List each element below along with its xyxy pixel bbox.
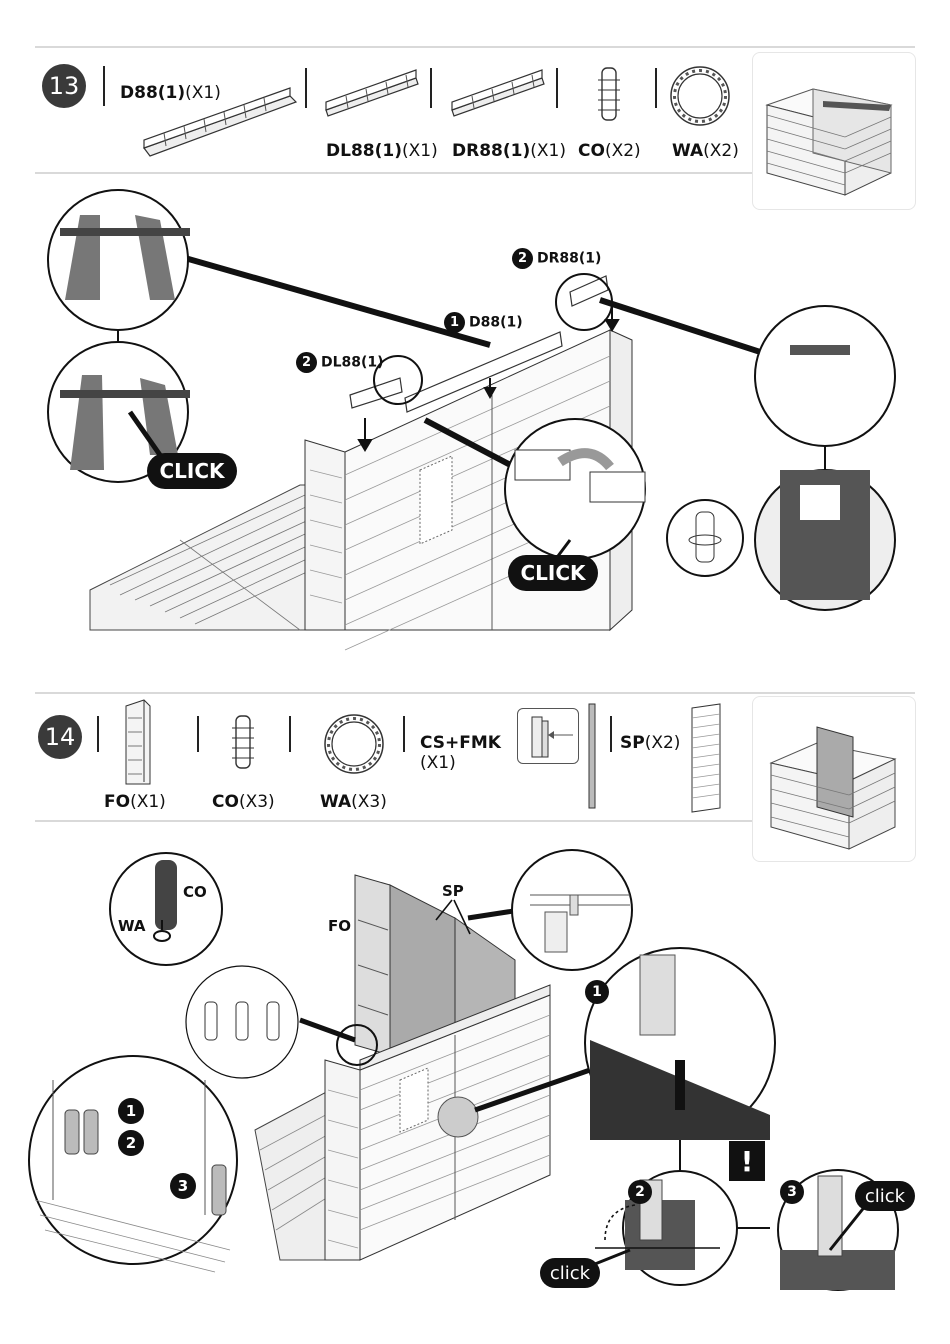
step13-top-rule <box>35 46 915 48</box>
separator <box>305 68 307 108</box>
step13-bottom-rule <box>35 172 755 174</box>
cs-fmk-part-image <box>517 708 579 764</box>
label-fo: FO <box>328 917 351 935</box>
anchor-step-2: 2 <box>118 1130 144 1156</box>
detail-number-3: 3 <box>780 1180 804 1204</box>
part-label-sp: SP(X2) <box>620 733 680 753</box>
dl88-part-image <box>322 70 422 118</box>
part-label-co: CO(X2) <box>578 141 641 161</box>
part-label-fo: FO(X1) <box>104 792 166 812</box>
detail-number-1: 1 <box>585 980 609 1004</box>
part-label-dr88: DR88(1)(X1) <box>452 141 566 161</box>
anchor-step-1: 1 <box>118 1098 144 1124</box>
separator <box>103 66 105 106</box>
separator <box>430 68 432 108</box>
step14-thumbnail <box>752 696 916 862</box>
wa-part-image <box>322 712 386 776</box>
sp-pointer-lines <box>420 898 480 938</box>
anchor-step-3: 3 <box>170 1173 196 1199</box>
wa-part-image <box>668 64 732 128</box>
part-label-co: CO(X3) <box>212 792 275 812</box>
part-label-cs-fmk: CS+FMK(X1) <box>420 733 501 773</box>
label-wa: WA <box>118 917 145 935</box>
dr88-part-image <box>448 70 548 118</box>
sp-part-image <box>688 702 724 812</box>
step14-top-rule <box>35 692 915 694</box>
separator <box>556 68 558 108</box>
separator <box>97 716 99 752</box>
part-label-dl88: DL88(1)(X1) <box>326 141 438 161</box>
detail-number-2: 2 <box>628 1180 652 1204</box>
click-badge: CLICK <box>147 453 237 489</box>
warning-icon: ! <box>729 1141 765 1181</box>
click-badge: click <box>855 1181 915 1211</box>
step14-bottom-rule <box>35 820 755 822</box>
d88-part-image <box>140 86 300 162</box>
separator <box>610 716 612 752</box>
separator <box>655 68 657 108</box>
label-co: CO <box>183 883 207 901</box>
separator <box>289 716 291 752</box>
click-badge: CLICK <box>508 555 598 591</box>
separator <box>197 716 199 752</box>
separator <box>403 716 405 752</box>
step14-number: 14 <box>38 715 82 759</box>
click-badge: click <box>540 1258 600 1288</box>
step13-illustration <box>0 190 950 640</box>
part-label-wa: WA(X2) <box>672 141 739 161</box>
fo-part-image <box>122 698 154 786</box>
step13-thumbnail <box>752 52 916 210</box>
part-label-wa: WA(X3) <box>320 792 387 812</box>
step13-number: 13 <box>42 64 86 108</box>
co-part-image <box>596 66 622 122</box>
cs-bar-image <box>586 702 598 810</box>
co-part-image <box>230 714 256 770</box>
